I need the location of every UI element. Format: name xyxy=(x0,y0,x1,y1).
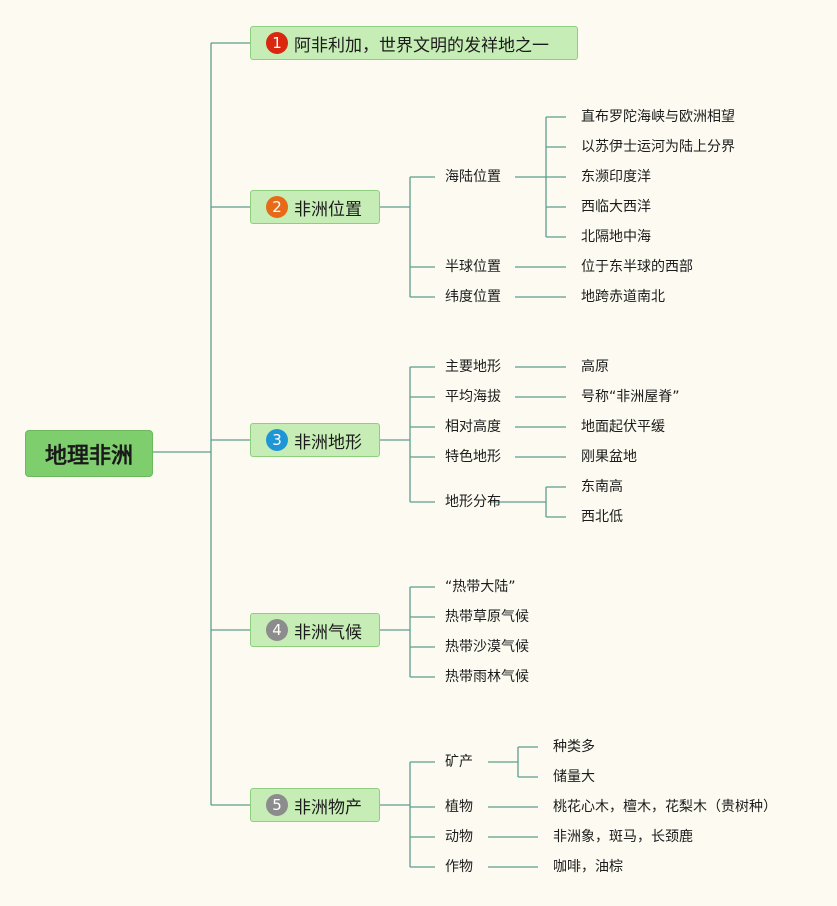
subtopic-animals[interactable]: 动物 xyxy=(445,829,473,845)
subtopic-plants[interactable]: 植物 xyxy=(445,799,473,815)
detail-item[interactable]: 非洲象，斑马，长颈鹿 xyxy=(553,829,693,845)
number-4-icon: 4 xyxy=(266,619,288,641)
detail-item[interactable]: 号称“非洲屋脊” xyxy=(581,389,680,405)
number-2-icon: 2 xyxy=(266,196,288,218)
number-3-icon: 3 xyxy=(266,429,288,451)
subtopic-climate-item[interactable]: “热带大陆” xyxy=(445,579,516,595)
detail-item[interactable]: 北隔地中海 xyxy=(581,229,651,245)
topic-products[interactable]: 5 非洲物产 xyxy=(250,788,380,822)
detail-item[interactable]: 储量大 xyxy=(553,769,595,785)
topic-label: 非洲地形 xyxy=(294,432,362,453)
number-1-icon: 1 xyxy=(266,32,288,54)
detail-item[interactable]: 西临大西洋 xyxy=(581,199,651,215)
topic-label: 非洲位置 xyxy=(294,199,362,220)
detail-item[interactable]: 桃花心木，檀木，花梨木（贵树种） xyxy=(553,799,777,815)
topic-label: 非洲物产 xyxy=(294,797,362,818)
subtopic-climate-item[interactable]: 热带雨林气候 xyxy=(445,669,529,685)
detail-item[interactable]: 位于东半球的西部 xyxy=(581,259,693,275)
detail-item[interactable]: 西北低 xyxy=(581,509,623,525)
topic-africa-civilization[interactable]: 1 阿非利加，世界文明的发祥地之一 xyxy=(250,26,578,60)
detail-item[interactable]: 地面起伏平缓 xyxy=(581,419,665,435)
subtopic-crops[interactable]: 作物 xyxy=(445,859,473,875)
detail-item[interactable]: 直布罗陀海峡与欧洲相望 xyxy=(581,109,735,125)
subtopic-climate-item[interactable]: 热带沙漠气候 xyxy=(445,639,529,655)
topic-position[interactable]: 2 非洲位置 xyxy=(250,190,380,224)
number-5-icon: 5 xyxy=(266,794,288,816)
root-node[interactable]: 地理非洲 xyxy=(25,430,153,477)
topic-climate[interactable]: 4 非洲气候 xyxy=(250,613,380,647)
detail-item[interactable]: 种类多 xyxy=(553,739,595,755)
subtopic-main-terrain[interactable]: 主要地形 xyxy=(445,359,501,375)
subtopic-climate-item[interactable]: 热带草原气候 xyxy=(445,609,529,625)
topic-label: 阿非利加，世界文明的发祥地之一 xyxy=(294,35,549,56)
detail-item[interactable]: 东濒印度洋 xyxy=(581,169,651,185)
subtopic-sea-land-position[interactable]: 海陆位置 xyxy=(445,169,501,185)
subtopic-terrain-distribution[interactable]: 地形分布 xyxy=(445,494,501,510)
detail-item[interactable]: 东南高 xyxy=(581,479,623,495)
detail-item[interactable]: 咖啡，油棕 xyxy=(553,859,623,875)
detail-item[interactable]: 高原 xyxy=(581,359,609,375)
detail-item[interactable]: 地跨赤道南北 xyxy=(581,289,665,305)
subtopic-relative-height[interactable]: 相对高度 xyxy=(445,419,501,435)
subtopic-average-altitude[interactable]: 平均海拔 xyxy=(445,389,501,405)
subtopic-minerals[interactable]: 矿产 xyxy=(445,754,473,770)
subtopic-hemisphere-position[interactable]: 半球位置 xyxy=(445,259,501,275)
subtopic-featured-terrain[interactable]: 特色地形 xyxy=(445,449,501,465)
detail-item[interactable]: 以苏伊士运河为陆上分界 xyxy=(581,139,735,155)
root-label: 地理非洲 xyxy=(44,443,133,469)
detail-item[interactable]: 刚果盆地 xyxy=(581,449,637,465)
subtopic-latitude-position[interactable]: 纬度位置 xyxy=(445,289,501,305)
topic-terrain[interactable]: 3 非洲地形 xyxy=(250,423,380,457)
topic-label: 非洲气候 xyxy=(294,622,362,643)
